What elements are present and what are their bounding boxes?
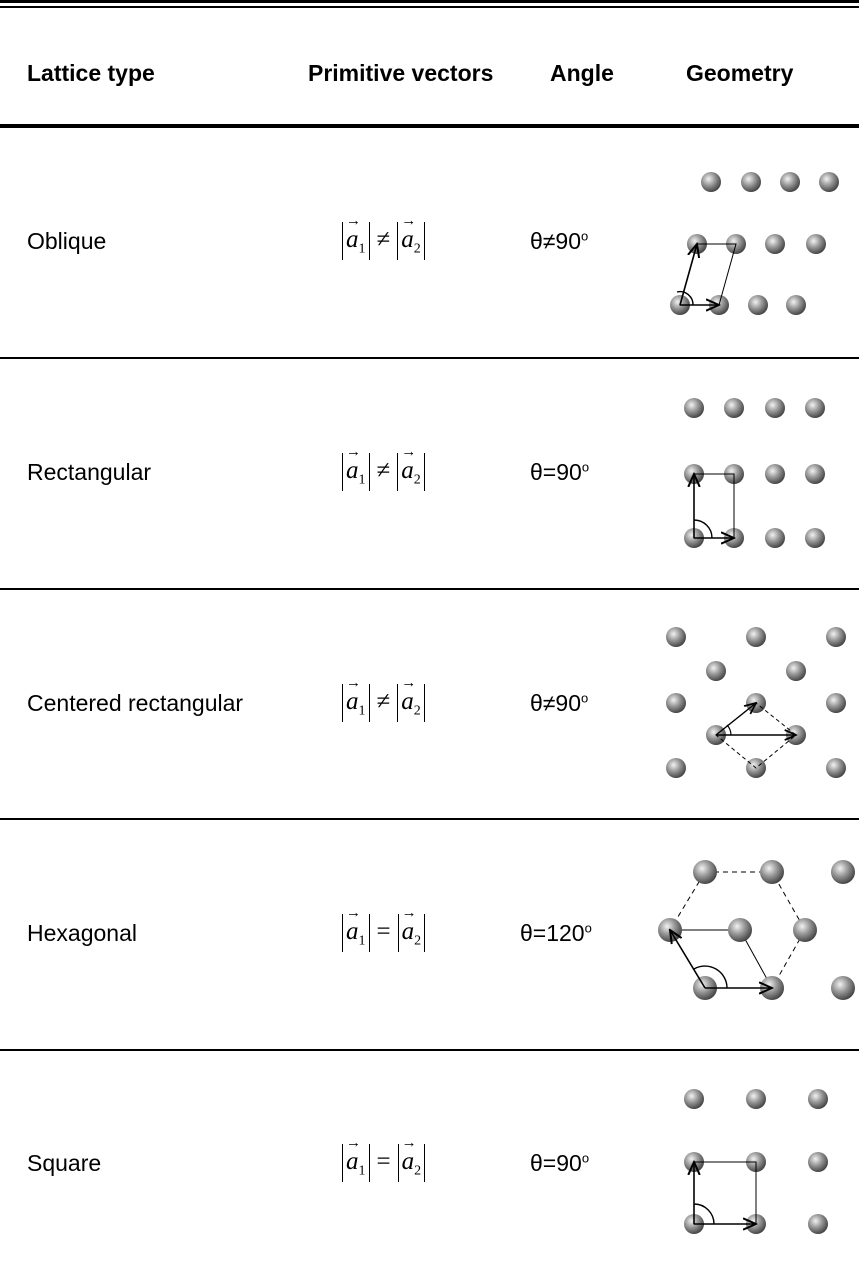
- atom: [765, 398, 785, 418]
- atom: [693, 860, 717, 884]
- atom-grid: [684, 398, 825, 548]
- atom: [808, 1089, 828, 1109]
- atom: [765, 234, 785, 254]
- angle-arc: [693, 1203, 715, 1225]
- atom: [831, 976, 855, 1000]
- angle-value: θ=90o: [530, 1150, 590, 1176]
- row-divider: [0, 1049, 859, 1051]
- angle-value: θ≠90o: [530, 690, 589, 716]
- lattice-name: Rectangular: [27, 459, 152, 485]
- primitive-vector-relation: a1≠a2: [339, 213, 428, 260]
- table-top-rule-inner: [0, 6, 859, 8]
- centered-rectangular-lattice-diagram: [666, 627, 846, 778]
- header-primitive-vectors: Primitive vectors: [308, 60, 494, 86]
- header-lattice-type: Lattice type: [27, 60, 155, 86]
- angle-value: θ≠90o: [530, 228, 589, 254]
- primitive-vector-relation: a1=a2: [339, 1135, 428, 1182]
- atom: [806, 234, 826, 254]
- atom: [805, 528, 825, 548]
- primitive-vector-relation: a1≠a2: [339, 675, 428, 722]
- atom: [808, 1214, 828, 1234]
- atom: [684, 1089, 704, 1109]
- atom: [741, 172, 761, 192]
- lattice-name: Centered rectangular: [27, 690, 244, 716]
- atom: [760, 860, 784, 884]
- atom: [748, 295, 768, 315]
- atom: [765, 464, 785, 484]
- table-top-rule: [0, 0, 859, 3]
- lattice-name: Oblique: [27, 228, 107, 254]
- atom: [805, 398, 825, 418]
- vector-a2: [670, 930, 706, 989]
- angle-arc: [693, 519, 713, 539]
- angle-value: θ=90o: [530, 459, 590, 485]
- atom: [724, 398, 744, 418]
- header-rule: [0, 124, 859, 128]
- angle-arc: [676, 290, 694, 306]
- atom: [780, 172, 800, 192]
- primitive-vector-relation: a1≠a2: [339, 444, 428, 491]
- row-divider: [0, 818, 859, 820]
- atom: [684, 398, 704, 418]
- primitive-vector-relation: a1=a2: [339, 905, 428, 952]
- atom: [746, 627, 766, 647]
- lattice-name: Hexagonal: [27, 920, 137, 946]
- atom: [666, 693, 686, 713]
- atom: [701, 172, 721, 192]
- unit-cell: [693, 1161, 757, 1225]
- unit-cell: [669, 929, 773, 989]
- atom: [831, 860, 855, 884]
- row-divider: [0, 357, 859, 359]
- atom: [826, 693, 846, 713]
- atom: [786, 295, 806, 315]
- lattice-name: Square: [27, 1150, 102, 1176]
- atom: [826, 627, 846, 647]
- atom: [746, 1089, 766, 1109]
- row-divider: [0, 588, 859, 590]
- hexagonal-lattice-diagram: [658, 860, 855, 1000]
- rectangular-lattice-diagram: [684, 398, 825, 548]
- header-geometry: Geometry: [686, 60, 794, 86]
- oblique-lattice-diagram: [670, 172, 839, 315]
- atom: [666, 758, 686, 778]
- angle-value: θ=120o: [520, 920, 592, 946]
- atom: [805, 464, 825, 484]
- atom: [765, 528, 785, 548]
- square-lattice-diagram: [684, 1089, 828, 1234]
- angle-arc: [693, 965, 728, 989]
- atom-grid: [670, 172, 839, 315]
- atom: [793, 918, 817, 942]
- atom: [819, 172, 839, 192]
- atom: [786, 661, 806, 681]
- unit-cell: [693, 473, 735, 539]
- atom: [826, 758, 846, 778]
- vector-a2: [715, 703, 756, 736]
- unit-cell: [715, 702, 797, 769]
- vector-a2: [679, 244, 697, 306]
- atom: [706, 661, 726, 681]
- atom: [808, 1152, 828, 1172]
- atom: [666, 627, 686, 647]
- atom: [728, 918, 752, 942]
- header-angle: Angle: [550, 60, 614, 86]
